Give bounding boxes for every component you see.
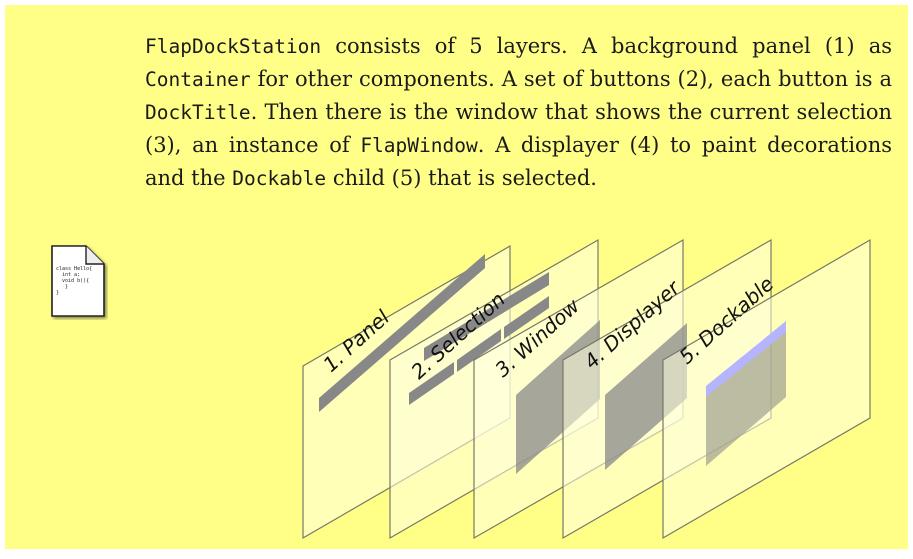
selection-button <box>409 362 454 405</box>
description-text: FlapDockStation consists of 5 layers. A … <box>145 30 892 195</box>
selection-button <box>504 296 549 339</box>
dockable-content <box>706 321 786 466</box>
class-name-docktitle: DockTitle <box>145 101 251 124</box>
description-segment: consists of 5 layers. A background panel… <box>321 34 892 58</box>
file-code-snippet: class Hello{ int a; void b(){ } } <box>56 266 93 296</box>
class-name-container: Container <box>145 68 251 91</box>
class-name-flapdockstation: FlapDockStation <box>145 35 322 58</box>
description-segment: . Then there is the window that shows th… <box>145 100 892 157</box>
description-segment: . A displayer (4) to paint decorations a… <box>145 133 892 190</box>
selection-button <box>457 329 501 372</box>
class-name-dockable: Dockable <box>232 167 327 190</box>
class-name-flapwindow: FlapWindow <box>360 134 478 157</box>
panel-bar <box>319 254 485 412</box>
selection-button-bar <box>424 272 549 361</box>
description-segment: for other components. A set of buttons (… <box>250 67 892 91</box>
source-code-file-icon: class Hello{ int a; void b(){ } } <box>50 244 108 320</box>
dockable-title-bar <box>706 321 786 397</box>
description-segment: child (5) that is selected. <box>326 166 597 190</box>
